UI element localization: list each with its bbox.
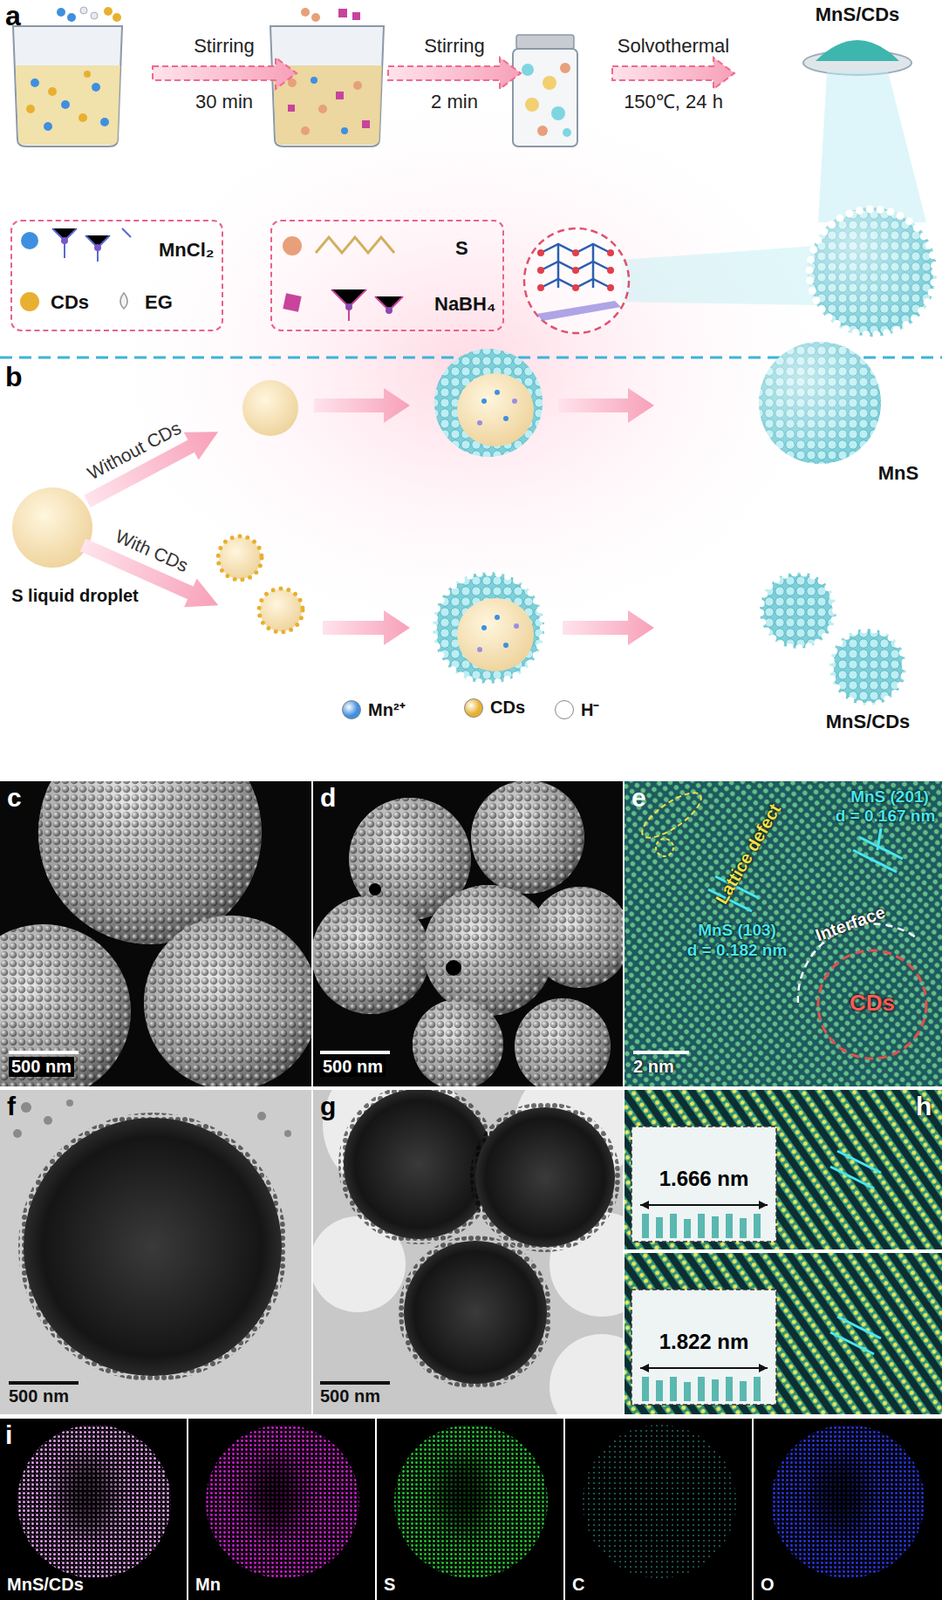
product-label: MnS/CDs	[815, 3, 901, 26]
sem-panel-d	[313, 781, 623, 1087]
panel-letter: e	[631, 783, 647, 814]
eds-maps-i	[0, 1419, 942, 1600]
tem-panel-f	[0, 1090, 312, 1415]
step-label: 30 min	[195, 90, 253, 113]
map-label: Mn	[195, 1575, 221, 1596]
droplet-label: S liquid droplet	[11, 586, 139, 607]
reagent-name: EG	[144, 291, 173, 314]
panel-letter: h	[915, 1092, 932, 1123]
scale-bar	[8, 1051, 79, 1055]
legend-text: CDs	[490, 697, 526, 718]
plane-label: MnS (201)	[850, 787, 929, 807]
reagent-box: S NaBH₄	[270, 219, 505, 332]
branch-label: With CDs	[112, 525, 192, 577]
scale-bar-label: 500 nm	[8, 1057, 75, 1078]
lattice-panel-h	[624, 1090, 942, 1415]
cd-label: CDs	[849, 990, 895, 1018]
branch-label: Without CDs	[83, 417, 185, 485]
plane-label: MnS (103)	[697, 921, 777, 941]
panel-letter: c	[6, 783, 22, 814]
map-label: MnS/CDs	[6, 1575, 84, 1596]
legend-swatch	[341, 700, 362, 720]
hrtem-panel-e	[624, 781, 942, 1087]
scale-bar-label: 500 nm	[8, 1386, 69, 1407]
reagent-box: MnCl₂ CDs EG	[10, 219, 224, 332]
panel-letter: i	[5, 1420, 13, 1452]
spacing-measure: 1.822 nm	[659, 1330, 750, 1355]
scale-bar	[320, 1051, 390, 1055]
scale-bar-label: 500 nm	[320, 1057, 386, 1078]
legend-text: H⁻	[580, 697, 600, 722]
scale-bar-label: 500 nm	[320, 1386, 381, 1407]
defect-label: Lattice defect	[711, 800, 785, 908]
sem-panel-c	[0, 781, 312, 1087]
tem-panel-g	[313, 1090, 623, 1415]
spacing-measure: 1.666 nm	[659, 1167, 750, 1192]
panel-letter: f	[6, 1092, 16, 1123]
step-label: 2 min	[430, 90, 478, 113]
map-label: C	[572, 1575, 585, 1596]
product-label: MnS/CDs	[825, 710, 911, 733]
interface-label: Interface	[812, 901, 888, 946]
legend-swatch	[464, 698, 484, 718]
legend-text: Mn²⁺	[368, 697, 406, 722]
step-label: 150℃, 24 h	[623, 90, 724, 113]
panel-b-art	[12, 341, 907, 706]
legend-swatch	[554, 700, 574, 720]
reagent-name: MnCl₂	[158, 238, 215, 261]
panel-letter: a	[5, 0, 21, 33]
step-label: Solvothermal	[617, 34, 730, 57]
product-label: MnS	[878, 462, 919, 485]
map-label: O	[760, 1575, 775, 1596]
reagent-name: CDs	[50, 291, 89, 314]
step-label: Stirring	[193, 34, 255, 57]
reagent-name: NaBH₄	[434, 293, 496, 315]
spacing-label: d = 0.182 nm	[687, 941, 788, 961]
panel-letter: d	[320, 783, 336, 814]
step-label: Stirring	[423, 34, 485, 57]
legend-entry: H⁻	[554, 697, 600, 722]
spacing-label: d = 0.167 nm	[835, 806, 936, 826]
map-label: S	[383, 1575, 396, 1596]
legend-entry: Mn²⁺	[341, 697, 406, 722]
legend-entry: CDs	[464, 697, 526, 718]
reagent-name: S	[455, 237, 469, 260]
panel-letter: b	[5, 361, 23, 394]
panel-letter: g	[320, 1092, 336, 1123]
scale-bar-label: 2 nm	[633, 1057, 675, 1078]
